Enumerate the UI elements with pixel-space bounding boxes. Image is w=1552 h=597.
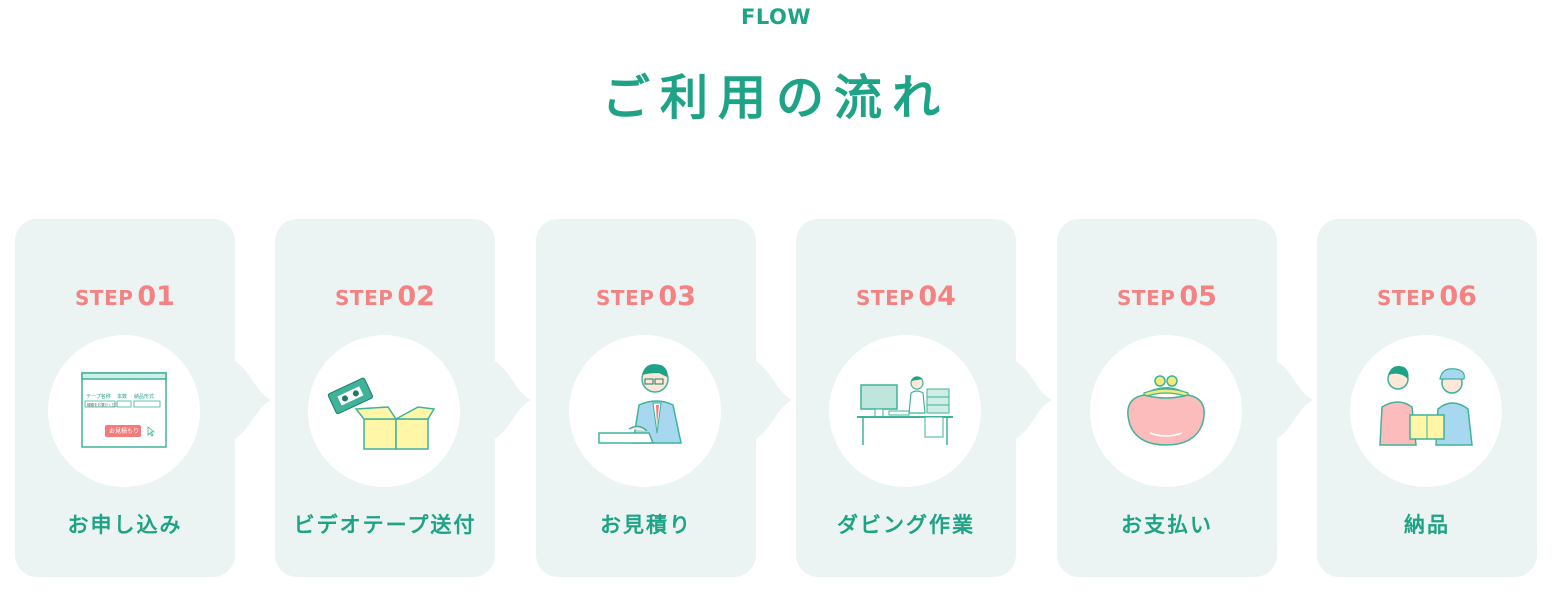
svg-text:お見積もり: お見積もり xyxy=(109,427,139,435)
svg-text:種類をお選びください: 種類をお選びください xyxy=(87,402,122,407)
step-illustration-2 xyxy=(308,335,460,487)
step-illustration-6 xyxy=(1350,335,1502,487)
step-name-1: お申し込み xyxy=(67,513,183,537)
flow-eyebrow: FLOW xyxy=(741,5,811,29)
step-illustration-3 xyxy=(569,335,721,487)
coin-purse-icon xyxy=(1127,375,1205,446)
estimator-icon xyxy=(598,364,682,444)
delivery-icon xyxy=(1379,366,1473,446)
dubbing-desk-icon xyxy=(857,376,953,445)
step-name-6: 納品 xyxy=(1404,513,1450,537)
chevron-right-icon xyxy=(1275,360,1313,440)
svg-text:本数: 本数 xyxy=(117,393,127,400)
chevron-right-icon xyxy=(493,360,531,440)
chevron-right-icon xyxy=(233,360,271,440)
chevron-right-icon xyxy=(754,360,792,440)
videotape-box-icon xyxy=(327,377,436,450)
svg-text:テープ名称: テープ名称 xyxy=(86,393,111,400)
step-name-4: ダビング作業 xyxy=(837,513,975,537)
chevron-right-icon xyxy=(1014,360,1052,440)
svg-text:納品形式: 納品形式 xyxy=(134,393,154,400)
step-name-3: お見積り xyxy=(600,513,692,537)
page-title: ご利用の流れ xyxy=(601,70,950,126)
step-name-5: お支払い xyxy=(1121,513,1213,537)
step-name-2: ビデオテープ送付 xyxy=(293,513,477,537)
step-illustration-4 xyxy=(829,335,981,487)
order-form-icon: テープ名称 本数 納品形式 種類をお選びください お見積もり xyxy=(81,372,167,448)
step-illustration-5 xyxy=(1090,335,1242,487)
step-illustration-1: テープ名称 本数 納品形式 種類をお選びください お見積もり xyxy=(48,335,200,487)
